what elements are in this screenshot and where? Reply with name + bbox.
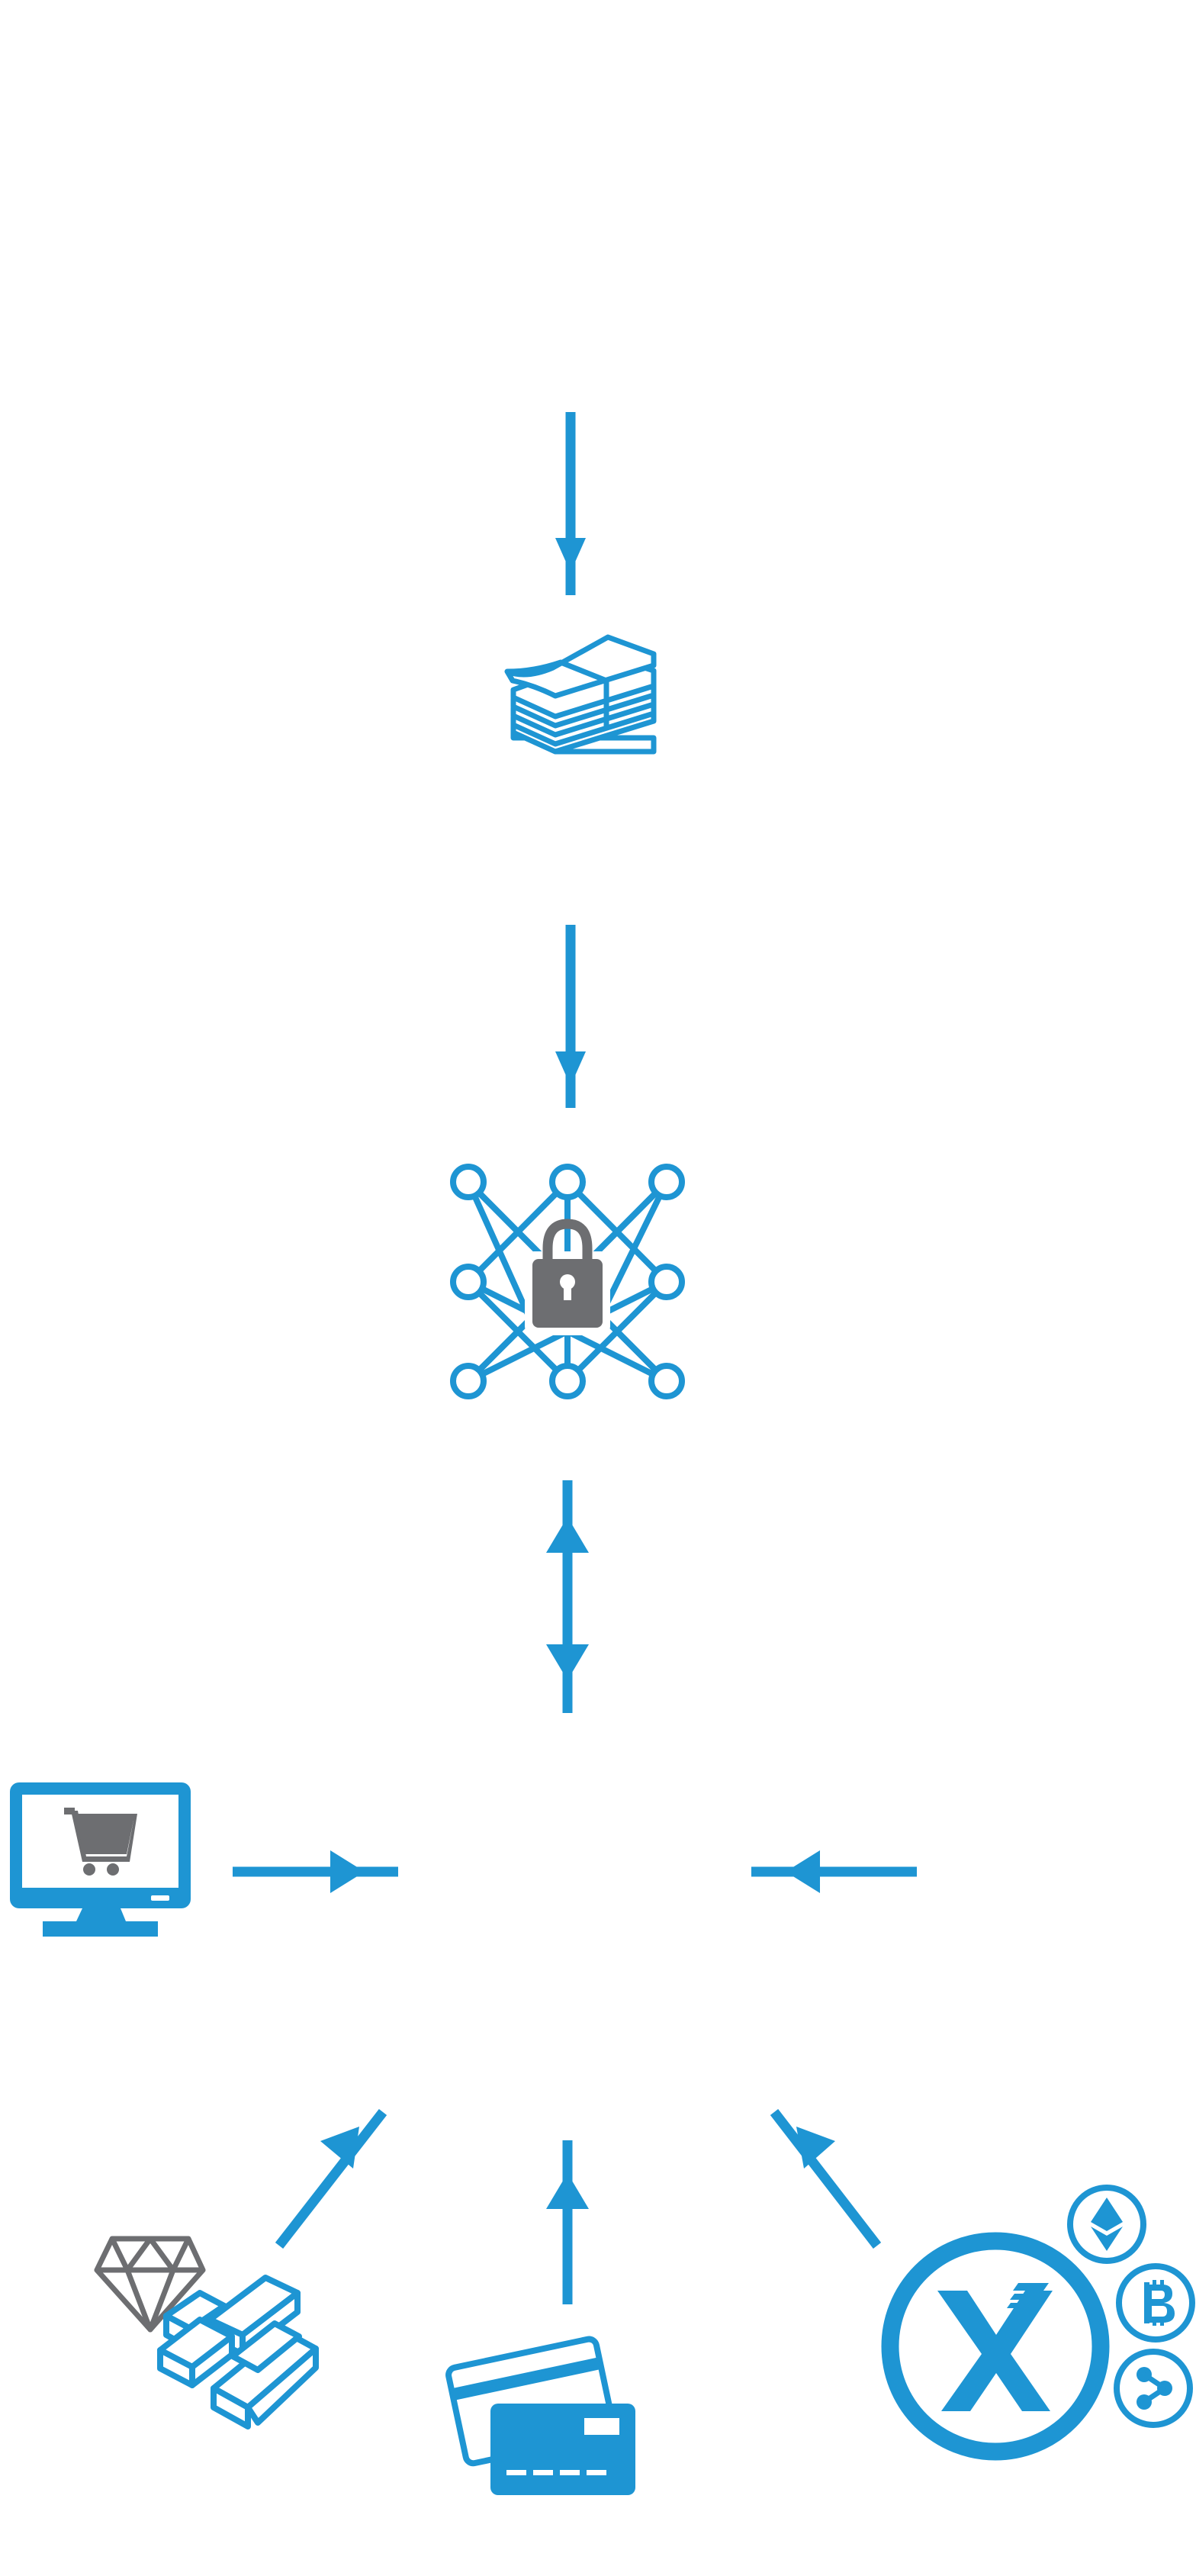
ripple-coin-icon — [1114, 2349, 1193, 2428]
padlock-icon — [525, 1219, 610, 1335]
arrow-top-to-cash — [555, 412, 586, 595]
arrow-network-center-bidirectional — [546, 1480, 589, 1713]
diamond-gold-bars-icon — [94, 2236, 319, 2429]
gold-bars-icon — [157, 2275, 319, 2429]
arrow-crypto-to-center — [770, 2109, 882, 2249]
diamond-icon — [94, 2236, 206, 2333]
arrow-cash-to-network — [555, 925, 586, 1108]
monitor-shopping-cart-icon — [10, 1782, 191, 1937]
crypto-coins-icon — [881, 2185, 1195, 2461]
credit-cards-icon — [445, 2336, 635, 2495]
locked-network-icon — [450, 1164, 685, 1399]
shopping-cart-icon — [64, 1808, 137, 1876]
arrow-cards-to-center — [546, 2140, 589, 2304]
arrow-metals-to-center — [275, 2109, 387, 2249]
x-coin-icon — [881, 2232, 1110, 2461]
ethereum-coin-icon — [1067, 2185, 1146, 2264]
arrow-right-to-center — [751, 1850, 917, 1893]
arrow-shop-to-center — [233, 1850, 398, 1893]
cash-stack-icon — [504, 634, 657, 755]
bitcoin-coin-icon — [1116, 2263, 1195, 2343]
